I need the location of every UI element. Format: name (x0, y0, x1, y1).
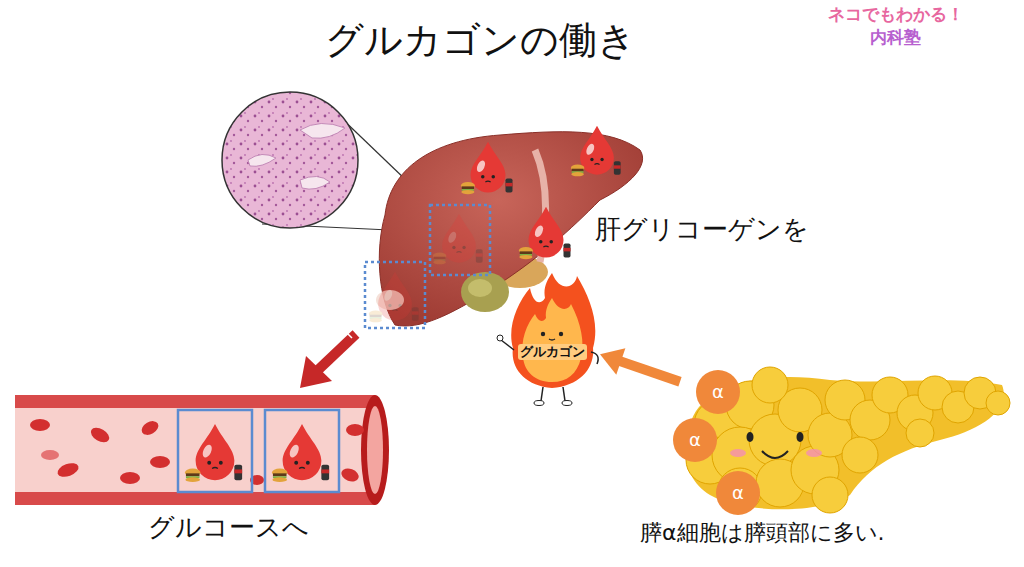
blood-vessel (15, 395, 389, 505)
cell-label: α (712, 383, 724, 401)
title: グルカゴンの働き (325, 18, 636, 64)
watermark: ネコでもわかる！ (828, 4, 964, 24)
glucagon-character: グルカゴン (505, 268, 600, 408)
cell-label: α (732, 484, 744, 502)
watermark: 内科塾 (870, 27, 921, 47)
caption: 膵α細胞は膵頭部に多い. (640, 520, 885, 546)
annotation: グルコースへ (148, 512, 309, 543)
pancreas: 膵α細胞は膵頭部に多い.ααα (680, 365, 1005, 510)
release-arrow (300, 332, 356, 388)
cell-label: α (689, 431, 701, 449)
alpha-cell: α (696, 370, 740, 414)
node-label: グルカゴン (518, 344, 587, 360)
secretion-arrow (600, 348, 680, 382)
annotation: 肝グリコーゲンを (595, 214, 809, 245)
arrow-shaft (617, 360, 680, 382)
alpha-cell: α (673, 418, 717, 462)
arrow-head (600, 348, 625, 374)
flame-shape (505, 268, 600, 408)
alpha-cell: α (716, 471, 760, 515)
